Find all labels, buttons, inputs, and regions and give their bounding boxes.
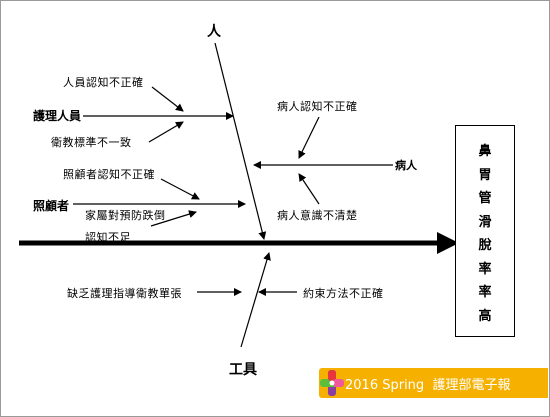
arrow-nurse-knowledge xyxy=(151,86,184,112)
effect-text: 鼻 胃 管 滑 脫 率 率 高 xyxy=(456,140,514,328)
cause-caregiver-knowledge: 照顧者認知不正確 xyxy=(63,168,155,181)
arrow-patient-consciousness xyxy=(298,173,320,205)
cause-health-ed: 衛教標準不一致 xyxy=(51,136,132,149)
effect-char: 胃 xyxy=(478,167,492,183)
arrow-health-ed xyxy=(148,121,184,143)
category-nurse-label: 護理人員 xyxy=(33,109,82,123)
effect-char: 鼻 xyxy=(478,144,492,159)
effect-char: 滑 xyxy=(478,214,492,230)
category-tools-label: 工具 xyxy=(229,362,257,378)
effect-char: 率 xyxy=(478,285,492,300)
cause-restraint: 約束方法不正確 xyxy=(303,287,384,300)
newsletter-season: 2016 Spring xyxy=(345,378,425,393)
bone-tools xyxy=(240,252,271,348)
cause-patient-knowledge: 病人認知不正確 xyxy=(277,100,358,113)
effect-char: 管 xyxy=(478,191,492,206)
arrow-patient-knowledge xyxy=(298,116,320,159)
cause-nurse-knowledge: 人員認知不正確 xyxy=(63,76,144,89)
arrow-family xyxy=(150,210,197,227)
category-people-label: 人 xyxy=(207,24,221,40)
effect-box: 鼻 胃 管 滑 脫 率 率 高 xyxy=(455,125,515,337)
effect-char: 率 xyxy=(478,261,492,277)
effect-char: 脫 xyxy=(478,238,492,253)
cause-knowledge-insufficient: 認知不足 xyxy=(85,231,131,244)
newsletter-publication: 護理部電子報 xyxy=(432,378,511,393)
main-spine-arrowhead xyxy=(437,232,459,254)
newsletter-title: 2016 Spring 護理部電子報 xyxy=(345,374,510,393)
cause-patient-consciousness: 病人意識不清楚 xyxy=(277,209,358,222)
newsletter-banner: 2016 Spring 護理部電子報 xyxy=(319,368,548,398)
effect-char: 高 xyxy=(478,308,492,324)
category-caregiver-label: 照顧者 xyxy=(33,199,70,213)
bone-people xyxy=(214,42,267,240)
arrow-caregiver-knowledge xyxy=(160,178,200,200)
cross-logo-icon xyxy=(320,370,344,396)
category-patient-label: 病人 xyxy=(395,159,417,172)
cause-family-fall: 家屬對預防跌倒 xyxy=(85,209,166,222)
cause-guidance-sheet: 缺乏護理指導衛教單張 xyxy=(67,287,182,300)
